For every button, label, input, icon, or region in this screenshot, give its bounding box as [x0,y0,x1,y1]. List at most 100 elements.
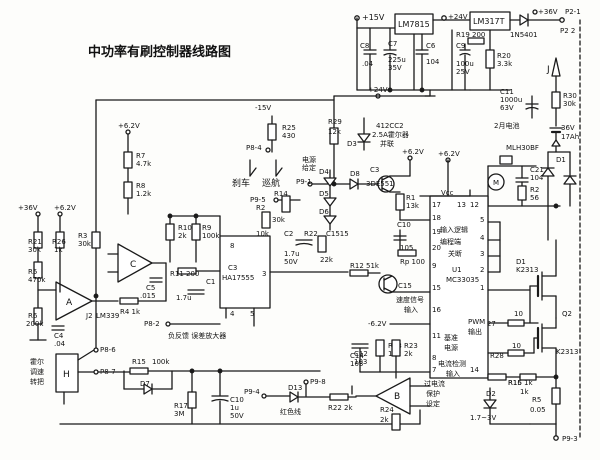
resistor-r8 [123,181,133,199]
label-r17v: 3M [174,410,185,418]
junction-dot [167,213,173,219]
resistor-r1 [395,193,405,211]
resistor-r23 [391,339,401,357]
chip-c3-ha17555 [219,235,271,309]
diode-d6 [323,215,337,225]
connector-p8-4 [265,147,271,153]
diode-freewheel [563,175,577,185]
label-c10v: 105 [400,244,413,252]
label-v6-2d: +6.2V [54,204,76,212]
resistor-r21b [261,211,271,229]
label-r2: R2 [256,204,265,212]
label-r20v: 3.3k [497,60,513,68]
label-r3v: 30k [78,240,92,248]
label-h: H [63,370,70,380]
label-r30v: 30k [563,100,577,108]
label-d7: D7 [140,380,150,388]
pin-4: 4 [480,234,485,242]
label-r28: R28 [490,352,504,360]
label-r16: R16 [508,379,522,387]
label-v6-2: +6.2V [118,122,140,130]
label-p8-4: P8-4 [246,144,262,152]
opamp-b [375,377,411,415]
label-c3tv: 3DE551 [366,180,394,188]
label-r9v: 100k [202,232,220,240]
label-c9v2: 25V [456,68,470,76]
label-r23: R23 [404,342,418,350]
label-p8-2: P8-2 [144,320,160,328]
label-c7v: 225u [388,56,406,64]
label-hall-spec: 2.5A霍尔器 [372,130,409,139]
label-v36b: +36V [18,204,38,212]
label-logic1: 输入逻辑 [440,225,468,234]
label-r24v: 2k [380,416,389,424]
label-36v: +36V [538,8,558,16]
resistor-r2b [517,185,527,201]
label-c11: C11 [500,88,514,96]
diode-d3 [357,133,371,143]
label-c7: C7 [388,40,397,48]
label-p9-4: P9-4 [244,388,260,396]
label-battery-ah: 17Ah [561,133,579,141]
label-vcc: Vcc [441,189,454,197]
label-c10: C10 [397,221,411,229]
label-r2bv: 56 [530,194,539,202]
label-412cc2: 412CC2 [376,122,404,130]
junction-dot [553,203,559,209]
label-c11v2: 63V [500,104,514,112]
label-current2: 输入 [446,369,460,378]
pin-9: 9 [432,262,436,270]
zener-d2 [483,399,497,409]
label-v6-2b: +6.2V [402,148,424,156]
label-u1v: MC33035 [446,276,479,284]
junction-dot [553,374,559,380]
label-cruise: 巡航 [262,177,280,189]
label-r16v: 1k [520,388,529,396]
pin-12: 12 [470,201,479,209]
pin-16: 16 [432,306,441,314]
pin-15b: 15 [432,284,441,292]
terminal-v6-2b [407,155,413,161]
pin-13: 13 [457,201,466,209]
label-pwm2: 输出 [468,327,482,336]
label-r2b: R2 [530,186,539,194]
label-ref1: 基准 [444,333,458,342]
label-p2-2: P2 2 [560,27,575,35]
terminal-v6-2c [445,157,451,163]
junction-dot [217,368,223,374]
diode-1n5401 [519,14,529,26]
label-speed-sig2: 输入 [404,305,418,314]
label-r27: R27 [482,320,496,328]
label-hall-parallel: 并联 [380,139,394,148]
label-24v: +24V [448,13,468,21]
label-c15: C15 [398,282,412,290]
label-r5v: 470k [28,276,46,284]
label-c14v: 103 [350,360,363,368]
pin-14: 14 [470,366,479,374]
label-c2v2: 50V [284,258,298,266]
pin-8a: 8 [230,242,234,250]
label-motor-m: M [493,179,499,187]
label-logic3: 关断 [448,249,462,258]
label-r22b: R22 2k [328,404,353,412]
label-r10: R10 [178,224,192,232]
label-r22a: R22 [304,230,318,238]
junction-dot [331,181,337,187]
label-c6v: 104 [426,58,440,66]
junction-dot [387,87,393,93]
label-d5: D5 [319,190,329,198]
label-j2: J2 [85,312,93,320]
label-r6: R6 [28,312,38,320]
label-u1: U1 [452,266,462,274]
transistor-c15 [383,275,393,281]
label-p9-3: P9-3 [562,435,578,443]
label-c14: C14 [350,352,364,360]
label-c1: C1 [206,278,215,286]
label-r3: R3 [78,232,87,240]
junction-dot [93,293,99,299]
label-d2v: 1.7~3V [470,414,496,422]
label-r4: R4 1k [120,308,141,316]
pin-19: 19 [432,228,441,236]
label-c21: C21 [530,166,544,174]
resistor-r10 [165,223,175,241]
